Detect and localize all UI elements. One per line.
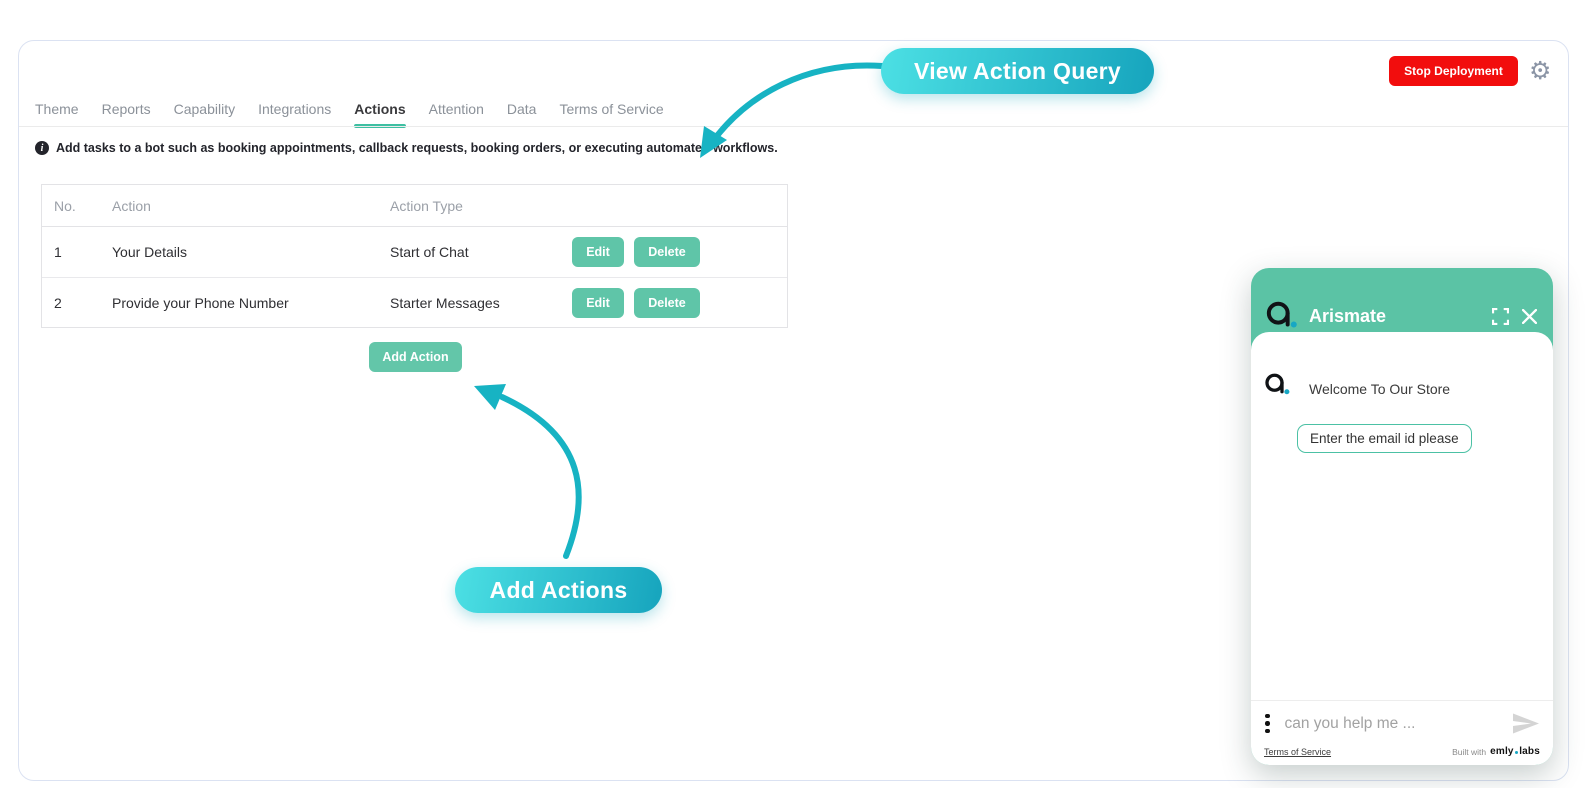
quick-reply-button[interactable]: Enter the email id please bbox=[1297, 424, 1472, 453]
welcome-message: Welcome To Our Store bbox=[1309, 381, 1451, 397]
tab-theme[interactable]: Theme bbox=[35, 101, 79, 117]
row-number: 2 bbox=[54, 294, 62, 311]
built-with-text: Built with bbox=[1452, 746, 1487, 757]
delete-button[interactable]: Delete bbox=[634, 237, 700, 267]
action-name: Provide your Phone Number bbox=[112, 294, 289, 311]
tab-data[interactable]: Data bbox=[506, 101, 537, 117]
action-type: Starter Messages bbox=[390, 294, 500, 311]
info-icon: i bbox=[35, 141, 49, 155]
tab-attention[interactable]: Attention bbox=[428, 101, 484, 117]
tab-reports[interactable]: Reports bbox=[101, 101, 151, 117]
chat-widget-header: Arismate bbox=[1251, 268, 1553, 348]
stop-deployment-button[interactable]: Stop Deployment bbox=[1389, 56, 1518, 86]
arismate-logo-icon bbox=[1266, 301, 1297, 328]
tab-actions[interactable]: Actions bbox=[354, 101, 406, 128]
column-header-action: Action bbox=[112, 197, 151, 214]
info-banner: i Add tasks to a bot such as booking app… bbox=[35, 141, 778, 155]
chat-message-input[interactable] bbox=[1284, 714, 1512, 733]
send-icon[interactable] bbox=[1512, 713, 1539, 734]
edit-button[interactable]: Edit bbox=[572, 237, 624, 267]
info-banner-text: Add tasks to a bot such as booking appoi… bbox=[56, 141, 778, 155]
gear-icon[interactable]: ⚙ bbox=[1529, 56, 1552, 85]
row-number: 1 bbox=[54, 244, 62, 260]
close-icon[interactable] bbox=[1522, 308, 1537, 324]
bot-avatar bbox=[1265, 373, 1290, 395]
table-row: 1 Your Details Start of Chat Edit Delete bbox=[42, 227, 787, 277]
tab-divider bbox=[19, 126, 1568, 127]
callout-add-actions: Add Actions bbox=[455, 567, 662, 613]
tab-integrations[interactable]: Integrations bbox=[258, 101, 332, 117]
brand-dot-icon bbox=[1514, 750, 1519, 754]
action-name: Your Details bbox=[112, 244, 187, 260]
column-header-no: No. bbox=[54, 197, 76, 214]
chat-widget: Arismate Welcome To Our Store Enter the … bbox=[1251, 268, 1553, 765]
callout-view-action-query: View Action Query bbox=[881, 48, 1154, 94]
add-action-button[interactable]: Add Action bbox=[369, 342, 462, 372]
edit-button[interactable]: Edit bbox=[572, 287, 624, 318]
tab-bar: Theme Reports Capability Integrations Ac… bbox=[35, 99, 664, 128]
delete-button[interactable]: Delete bbox=[634, 287, 700, 318]
chat-widget-title: Arismate bbox=[1309, 305, 1387, 326]
kebab-menu-icon[interactable] bbox=[1263, 712, 1272, 736]
chat-input-row bbox=[1251, 700, 1553, 746]
terms-of-service-link[interactable]: Terms of Service bbox=[1264, 746, 1332, 757]
actions-table: No. Action Action Type 1 Your Details St… bbox=[41, 184, 788, 328]
table-header-row: No. Action Action Type bbox=[42, 185, 787, 227]
expand-icon[interactable] bbox=[1492, 307, 1509, 325]
table-row: 2 Provide your Phone Number Starter Mess… bbox=[42, 277, 787, 327]
tab-terms-of-service[interactable]: Terms of Service bbox=[559, 101, 664, 117]
chat-message-area: Welcome To Our Store Enter the email id … bbox=[1251, 332, 1553, 765]
column-header-action-type: Action Type bbox=[390, 197, 463, 214]
action-type: Start of Chat bbox=[390, 244, 469, 260]
tab-capability[interactable]: Capability bbox=[173, 101, 236, 117]
bot-message: Welcome To Our Store bbox=[1251, 332, 1553, 398]
